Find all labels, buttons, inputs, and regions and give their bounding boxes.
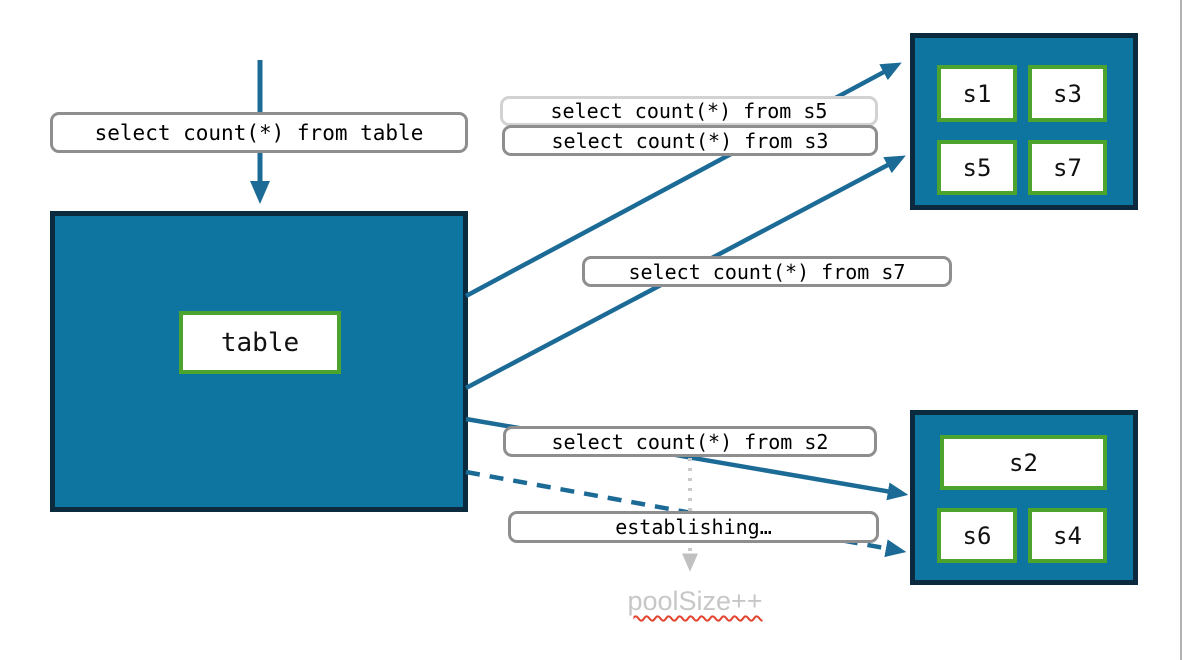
- query-label-s3: select count(*) from s3: [502, 125, 878, 156]
- shard-label: s1: [962, 79, 992, 108]
- table-container-box: table: [50, 211, 468, 512]
- query-text: select count(*) from s2: [551, 429, 829, 454]
- table-node: table: [179, 311, 341, 374]
- query-text: select count(*) from table: [94, 120, 424, 145]
- status-text: establishing…: [615, 515, 772, 539]
- query-label-s7: select count(*) from s7: [582, 256, 952, 287]
- shard-label: s3: [1053, 79, 1082, 108]
- query-label-s2: select count(*) from s2: [503, 426, 877, 457]
- query-text: select count(*) from s7: [628, 259, 906, 284]
- shard-node-s4: s4: [1028, 508, 1107, 563]
- shard-node-s3: s3: [1028, 65, 1107, 122]
- shard-label: s5: [962, 153, 992, 182]
- shard-node-s5: s5: [937, 140, 1017, 195]
- shard-label: s2: [1009, 448, 1038, 477]
- table-node-label: table: [220, 327, 300, 358]
- query-label-table: select count(*) from table: [50, 112, 468, 153]
- status-label-establishing: establishing…: [508, 511, 879, 543]
- pool-size-annotation: poolSize++: [600, 586, 790, 617]
- query-text: select count(*) from s5: [550, 99, 828, 123]
- shard-node-s2: s2: [940, 435, 1107, 490]
- shard-node-s7: s7: [1028, 140, 1107, 195]
- shard-group-bottom-box: s2 s6 s4: [910, 410, 1138, 585]
- shard-node-s6: s6: [937, 508, 1017, 563]
- shard-label: s7: [1053, 153, 1082, 182]
- pool-size-text: poolSize++: [627, 586, 763, 616]
- shard-node-s1: s1: [937, 65, 1017, 122]
- shard-group-top-box: s1 s3 s5 s7: [910, 33, 1138, 210]
- shard-label: s6: [962, 521, 992, 550]
- slide-edge-line: [1180, 0, 1182, 660]
- query-label-s5: select count(*) from s5: [500, 96, 878, 126]
- shard-label: s4: [1053, 521, 1082, 550]
- query-text: select count(*) from s3: [551, 128, 829, 153]
